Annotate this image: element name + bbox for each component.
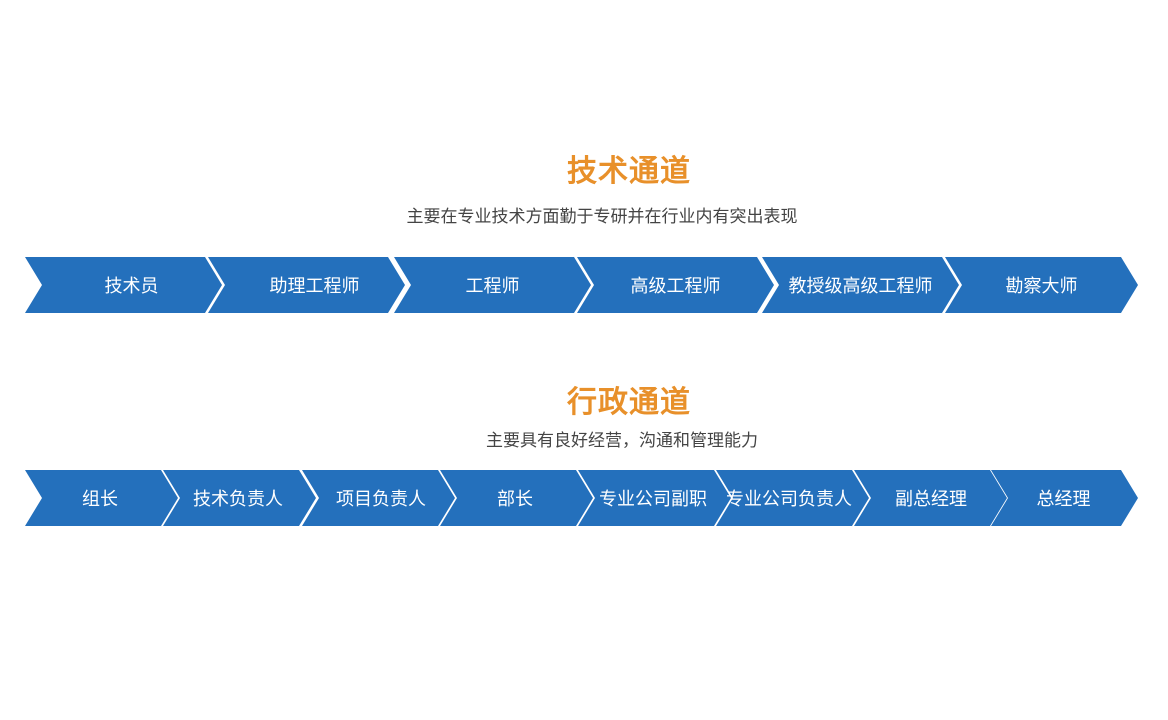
- step-label: 工程师: [465, 276, 520, 297]
- step-label: 勘察大师: [1005, 276, 1078, 297]
- admin-step-division-head: 专业公司负责人: [716, 470, 869, 526]
- step-label: 助理工程师: [269, 276, 360, 297]
- admin-step-technical-lead: 技术负责人: [163, 470, 316, 526]
- administrative-title: 行政通道: [567, 385, 691, 420]
- chevron-shape: [394, 257, 591, 313]
- chevron-shape: [762, 257, 959, 313]
- chevron-shape: [25, 470, 178, 526]
- admin-step-team-leader: 组长: [25, 470, 178, 526]
- admin-step-project-lead: 项目负责人: [302, 470, 455, 526]
- technical-chevron-track: 技术员 助理工程师 工程师 高级工程师 教授级高级工程师 勘察大师: [25, 257, 1138, 313]
- technical-title: 技术通道: [567, 154, 691, 189]
- chevron-shape: [945, 257, 1138, 313]
- step-label: 教授级高级工程师: [788, 276, 933, 297]
- step-label: 项目负责人: [336, 489, 426, 510]
- admin-step-general-manager: 总经理: [991, 470, 1138, 526]
- step-label: 专业公司负责人: [726, 489, 852, 510]
- technical-step-survey-master: 勘察大师: [945, 257, 1138, 313]
- step-label: 总经理: [1036, 489, 1091, 510]
- step-label: 部长: [497, 489, 533, 510]
- chevron-shape: [577, 257, 774, 313]
- technical-step-senior-engineer: 高级工程师: [577, 257, 774, 313]
- administrative-description: 主要具有良好经营，沟通和管理能力: [486, 431, 758, 451]
- technical-description: 主要在专业技术方面勤于专研并在行业内有突出表现: [406, 207, 798, 227]
- step-label: 高级工程师: [630, 276, 721, 297]
- step-label: 技术负责人: [193, 489, 283, 510]
- step-label: 副总经理: [895, 489, 967, 510]
- technical-step-professor-senior-engineer: 教授级高级工程师: [762, 257, 959, 313]
- step-label: 专业公司副职: [599, 489, 707, 510]
- chevron-shape: [716, 470, 869, 526]
- chevron-shape: [25, 257, 222, 313]
- chevron-shape: [163, 470, 316, 526]
- chevron-shape: [991, 470, 1138, 526]
- step-label: 技术员: [104, 276, 159, 297]
- technical-step-engineer: 工程师: [394, 257, 591, 313]
- chevron-shape: [578, 470, 731, 526]
- step-label: 组长: [82, 489, 118, 510]
- chevron-shape: [302, 470, 455, 526]
- admin-step-department-head: 部长: [440, 470, 593, 526]
- admin-step-deputy-general-manager: 副总经理: [854, 470, 1007, 526]
- admin-step-division-deputy: 专业公司副职: [578, 470, 731, 526]
- chevron-shape: [854, 470, 1007, 526]
- chevron-shape: [208, 257, 405, 313]
- technical-step-assistant-engineer: 助理工程师: [208, 257, 405, 313]
- technical-step-technician: 技术员: [25, 257, 222, 313]
- administrative-chevron-track: 组长 技术负责人 项目负责人 部长 专业公司副职 专业公司负责人 副总经理 总: [25, 470, 1138, 526]
- chevron-shape: [440, 470, 593, 526]
